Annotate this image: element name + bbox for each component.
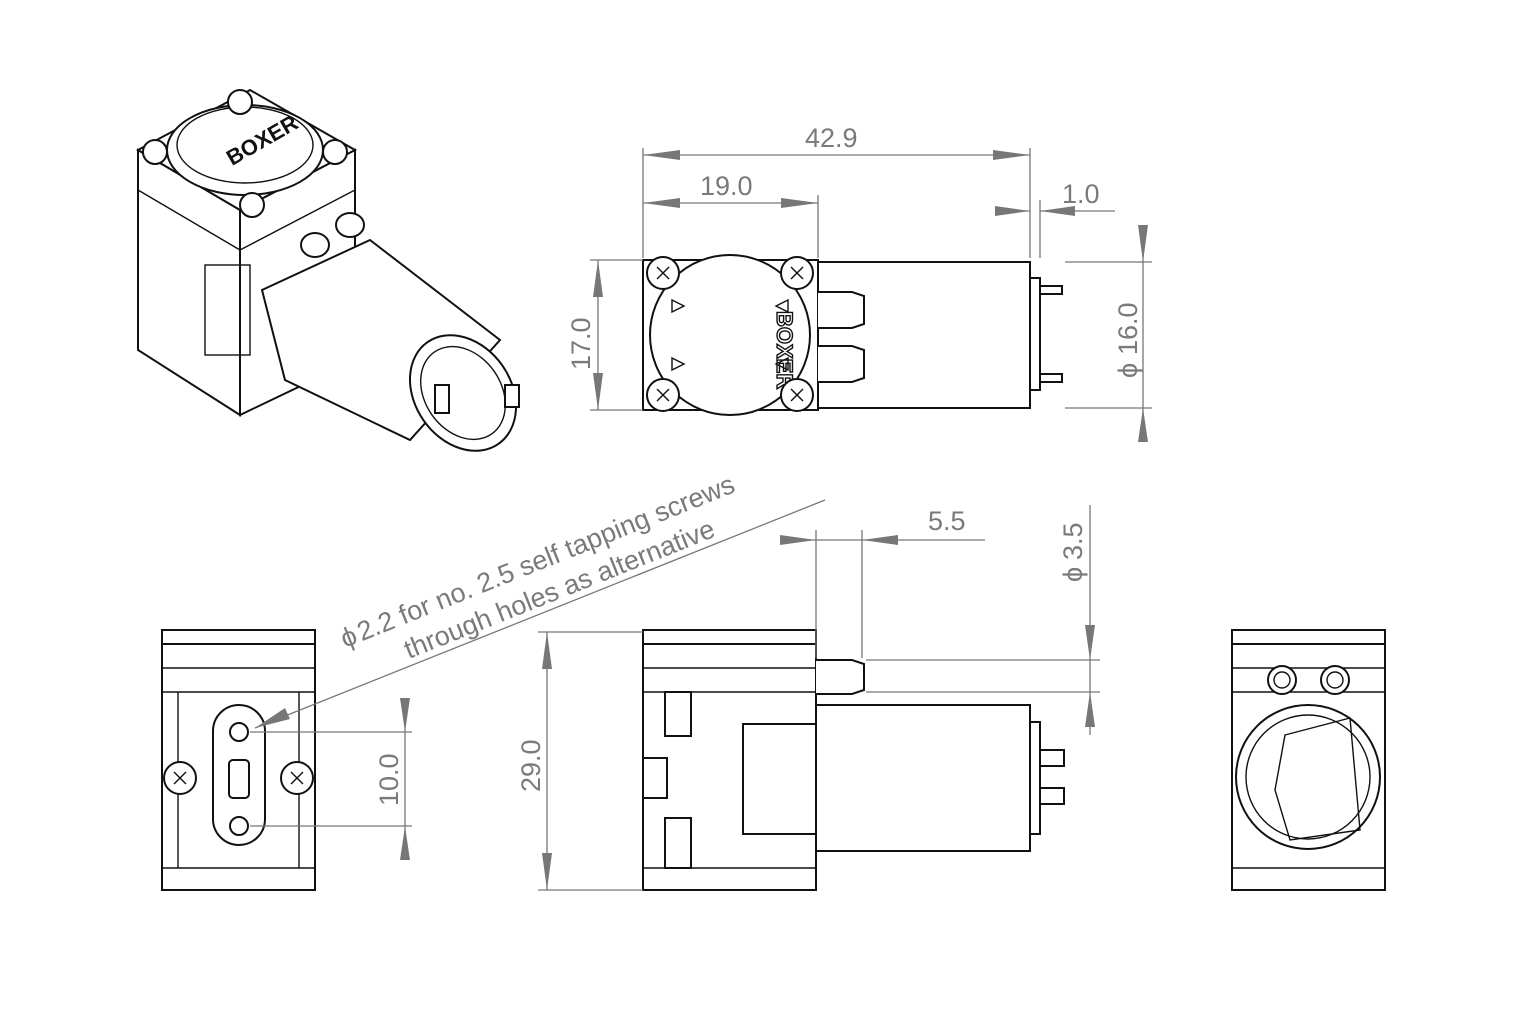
dim-head-length: 19.0 [643, 171, 819, 258]
end-port-1 [1267, 665, 1297, 695]
dim-motor-offset-label: 1.0 [1062, 179, 1100, 209]
dim-total-length-label: 42.9 [805, 123, 858, 153]
front-view [161, 629, 316, 891]
dim-hole-spacing-label: 10.0 [374, 753, 404, 806]
iso-side-pad [204, 264, 251, 356]
top-screw-4 [780, 378, 814, 412]
top-motor-body [817, 261, 1031, 409]
front-mount-hole-1 [229, 722, 249, 742]
dim-motor-diameter: ϕ 16.0 [1065, 225, 1152, 442]
front-top-plate [161, 629, 316, 645]
dim-head-height: 17.0 [566, 259, 643, 411]
dim-port-diameter: ϕ 3.5 [866, 505, 1100, 735]
svg-text:ϕ: ϕ [1113, 363, 1143, 378]
iso-screw-2 [227, 89, 253, 115]
svg-text:ϕ: ϕ [1058, 567, 1088, 582]
iso-port-1 [335, 212, 365, 238]
dim-port-offset: 5.5 [780, 506, 985, 658]
top-terminal-1 [1039, 285, 1063, 295]
end-motor-face [1235, 704, 1381, 850]
iso-screw-4 [239, 192, 265, 218]
side-view [642, 629, 1065, 891]
dim-motor-diameter-label: 16.0 [1113, 302, 1143, 355]
end-port-2 [1320, 665, 1350, 695]
dim-port-offset-label: 5.5 [928, 506, 966, 536]
top-motor-cap [1029, 277, 1041, 391]
iso-screw-3 [322, 139, 348, 165]
top-port-2 [818, 345, 865, 383]
top-screw-2 [780, 256, 814, 290]
side-motor-cap [1029, 721, 1041, 835]
dim-port-diameter-label: 3.5 [1058, 522, 1088, 560]
front-center-slot [228, 759, 250, 799]
dim-hole-spacing: 10.0 [250, 698, 412, 860]
top-terminal-2 [1039, 373, 1063, 383]
dim-head-height-label: 17.0 [566, 317, 596, 370]
top-brand-label: BOXER [772, 311, 797, 389]
side-motor-body [815, 704, 1031, 852]
iso-port-2 [300, 232, 330, 258]
end-top-plate [1231, 629, 1386, 645]
iso-motor-end [408, 334, 518, 452]
side-terminal-2 [1039, 787, 1065, 805]
front-screw-left [163, 761, 197, 795]
iso-screw-1 [142, 139, 168, 165]
side-bracket [742, 723, 818, 835]
top-head-cap [649, 254, 811, 416]
front-mount-hole-2 [229, 816, 249, 836]
top-port-1 [818, 291, 865, 329]
side-terminal-1 [1039, 749, 1065, 767]
top-view: BOXER [642, 254, 1063, 416]
dim-motor-offset: 1.0 [995, 179, 1115, 258]
dim-total-height: 29.0 [516, 631, 643, 891]
end-view [1231, 629, 1386, 891]
front-screw-right [280, 761, 314, 795]
side-clip [642, 757, 668, 799]
side-port [816, 659, 865, 695]
dim-head-length-label: 19.0 [700, 171, 753, 201]
dim-total-height-label: 29.0 [516, 739, 546, 792]
dim-total-length: 42.9 [642, 123, 1031, 258]
side-top-plate [642, 629, 817, 645]
top-screw-3 [646, 378, 680, 412]
top-screw-1 [646, 256, 680, 290]
isometric-view: BOXER [135, 88, 520, 452]
iso-terminal [504, 384, 520, 408]
